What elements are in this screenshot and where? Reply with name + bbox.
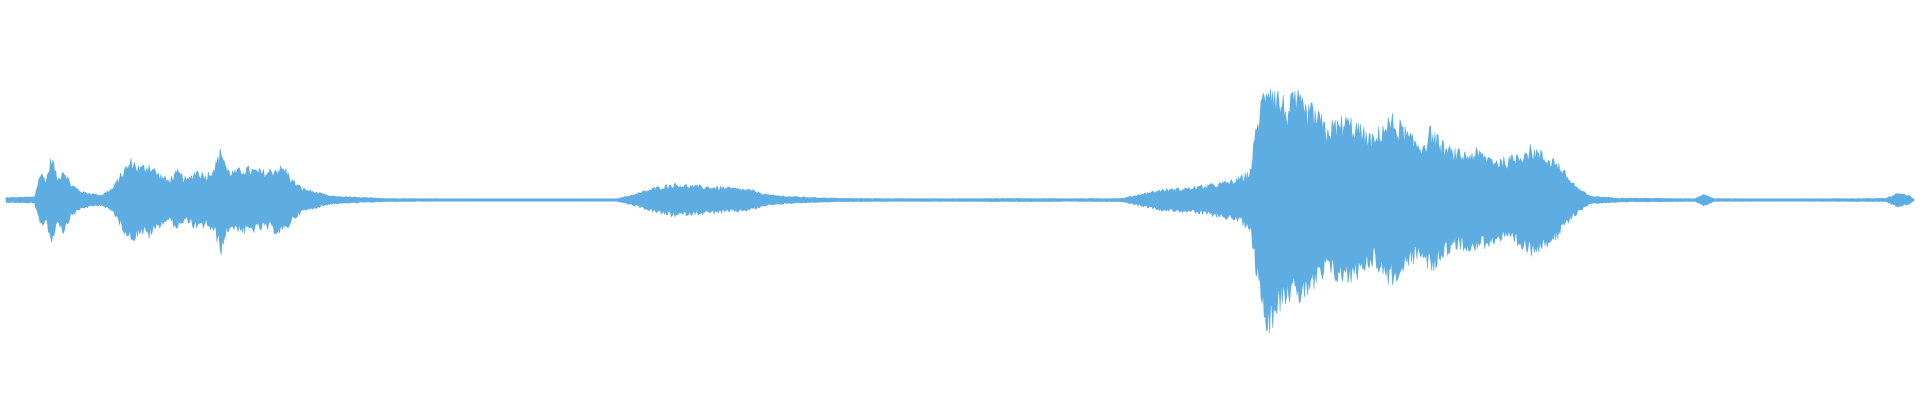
waveform-fill — [5, 88, 1915, 334]
